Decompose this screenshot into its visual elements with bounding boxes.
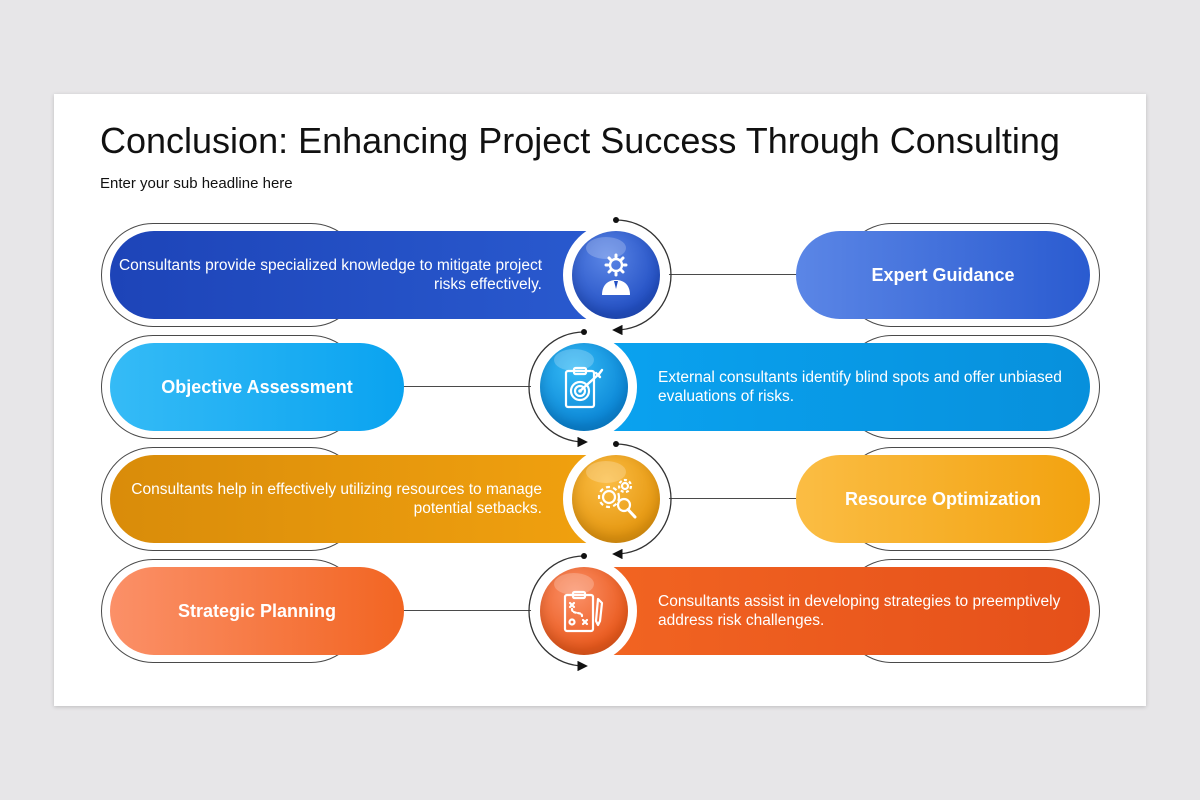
connector-line [400, 386, 546, 388]
icon-circle-core [572, 231, 660, 319]
page-title: Conclusion: Enhancing Project Success Th… [100, 120, 1060, 161]
description-bar: External consultants identify blind spot… [586, 343, 1090, 431]
label-text: Expert Guidance [871, 264, 1015, 285]
strategy-board-icon [563, 590, 604, 633]
icon-circle [563, 222, 669, 328]
description-bar: Consultants assist in developing strateg… [586, 567, 1090, 655]
description-text: External consultants identify blind spot… [658, 369, 1062, 405]
diagram: Consultants provide specialized knowledg… [54, 94, 1146, 706]
description-text: Consultants provide specialized knowledg… [118, 257, 542, 293]
label-pill: Resource Optimization [796, 455, 1090, 543]
gears-search-icon [597, 478, 637, 519]
label-text: Strategic Planning [177, 600, 337, 621]
connector-line [654, 498, 800, 500]
label-pill: Expert Guidance [796, 231, 1090, 319]
label-pill: Objective Assessment [110, 343, 404, 431]
connector-line [400, 610, 546, 612]
description-text: Consultants help in effectively utilizin… [131, 481, 542, 517]
label-text: Resource Optimization [844, 488, 1042, 509]
label-pill: Strategic Planning [110, 567, 404, 655]
icon-circle [531, 334, 637, 440]
description-bar: Consultants provide specialized knowledg… [110, 231, 630, 319]
label-text: Objective Assessment [161, 376, 353, 397]
icon-circle [563, 446, 669, 552]
connector-line [654, 274, 800, 276]
icon-circle-core [540, 567, 628, 655]
description-bar: Consultants help in effectively utilizin… [110, 455, 630, 543]
icon-circle-core [540, 343, 628, 431]
consultant-gear-icon [602, 253, 630, 295]
slide: Conclusion: Enhancing Project Success Th… [54, 94, 1146, 706]
page-subtitle: Enter your sub headline here [100, 175, 293, 192]
description-text: Consultants assist in developing strateg… [658, 593, 1061, 629]
icon-circle-core [572, 455, 660, 543]
icon-circle [531, 558, 637, 664]
target-clipboard-icon [564, 366, 604, 409]
